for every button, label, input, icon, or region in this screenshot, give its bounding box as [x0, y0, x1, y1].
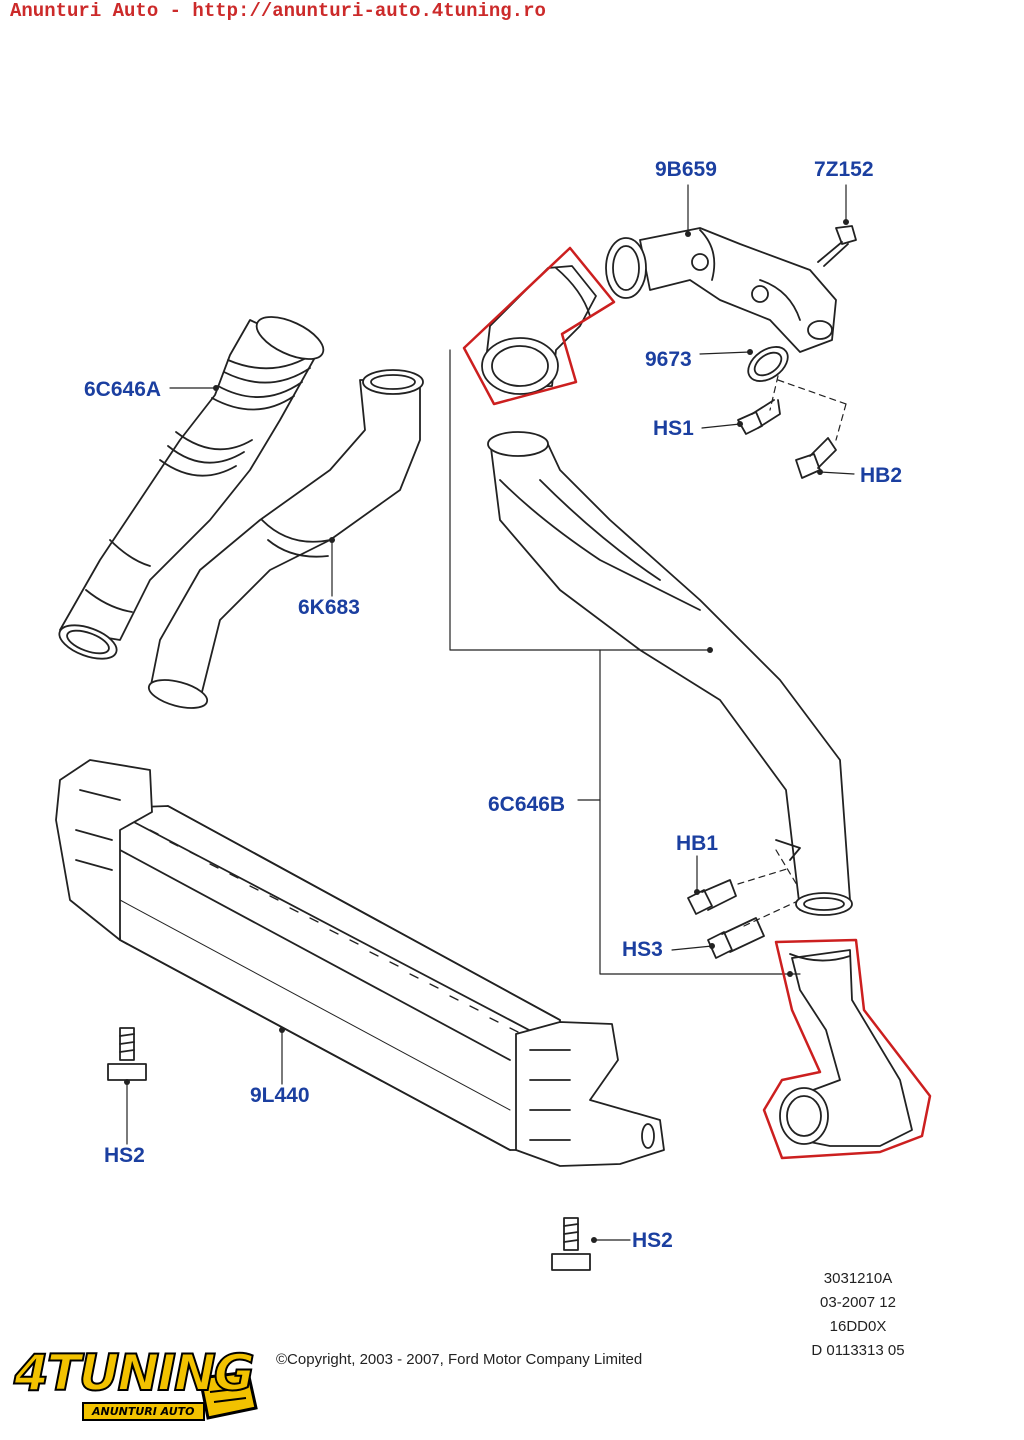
- callout-6c646a: 6C646A: [84, 378, 162, 401]
- bolt-hs2-left: [107, 1027, 147, 1081]
- callout-9673: 9673: [645, 348, 692, 371]
- o-ring-9673: [747, 346, 789, 382]
- callout-hs2-left: HS2: [104, 1144, 145, 1167]
- logo-car-icon: [198, 1370, 258, 1420]
- highlight-lower: [762, 938, 932, 1160]
- callout-9b659: 9B659: [655, 158, 717, 181]
- elbow-hose-lower: [779, 949, 913, 1147]
- intercooler-9l440: [55, 759, 665, 1167]
- ref-engine: 16DD0X: [829, 1318, 887, 1335]
- brand-logo[interactable]: 4TUNING ANUNTURI AUTO: [4, 1338, 264, 1438]
- hose-6c646b: [487, 431, 853, 916]
- callout-hs1: HS1: [653, 417, 694, 440]
- bolt-hb1: [687, 879, 737, 915]
- highlight-upper: [462, 246, 616, 406]
- callout-6c646b: 6C646B: [488, 793, 566, 816]
- site-header[interactable]: Anunturi Auto - http://anunturi-auto.4tu…: [10, 0, 546, 22]
- callout-6k683: 6K683: [298, 596, 360, 619]
- ref-doc-number: D 0113313 05: [811, 1342, 905, 1359]
- hose-6c646a: [58, 316, 325, 660]
- callout-hs3: HS3: [622, 938, 663, 961]
- bolt-7z152: [817, 225, 857, 267]
- callout-hs2-bottom: HS2: [632, 1229, 673, 1252]
- ref-code: 3031210A: [823, 1270, 893, 1287]
- callout-hb2: HB2: [860, 464, 903, 487]
- bolt-hs1: [737, 399, 781, 435]
- pipe-9b659: [605, 227, 837, 353]
- bolt-hs3: [707, 917, 765, 959]
- hose-6k683: [147, 369, 424, 709]
- ref-date: 03-2007 12: [820, 1294, 896, 1311]
- bolt-hs2-bottom: [551, 1217, 591, 1271]
- copyright-notice: ©Copyright, 2003 - 2007, Ford Motor Comp…: [276, 1351, 643, 1368]
- callout-9l440: 9L440: [250, 1084, 310, 1107]
- elbow-hose-upper: [481, 265, 597, 395]
- logo-wordmark: 4TUNING: [13, 1343, 256, 1403]
- callout-7z152: 7Z152: [814, 158, 874, 181]
- callout-hb1: HB1: [676, 832, 719, 855]
- logo-tagline: ANUNTURI AUTO: [82, 1402, 205, 1421]
